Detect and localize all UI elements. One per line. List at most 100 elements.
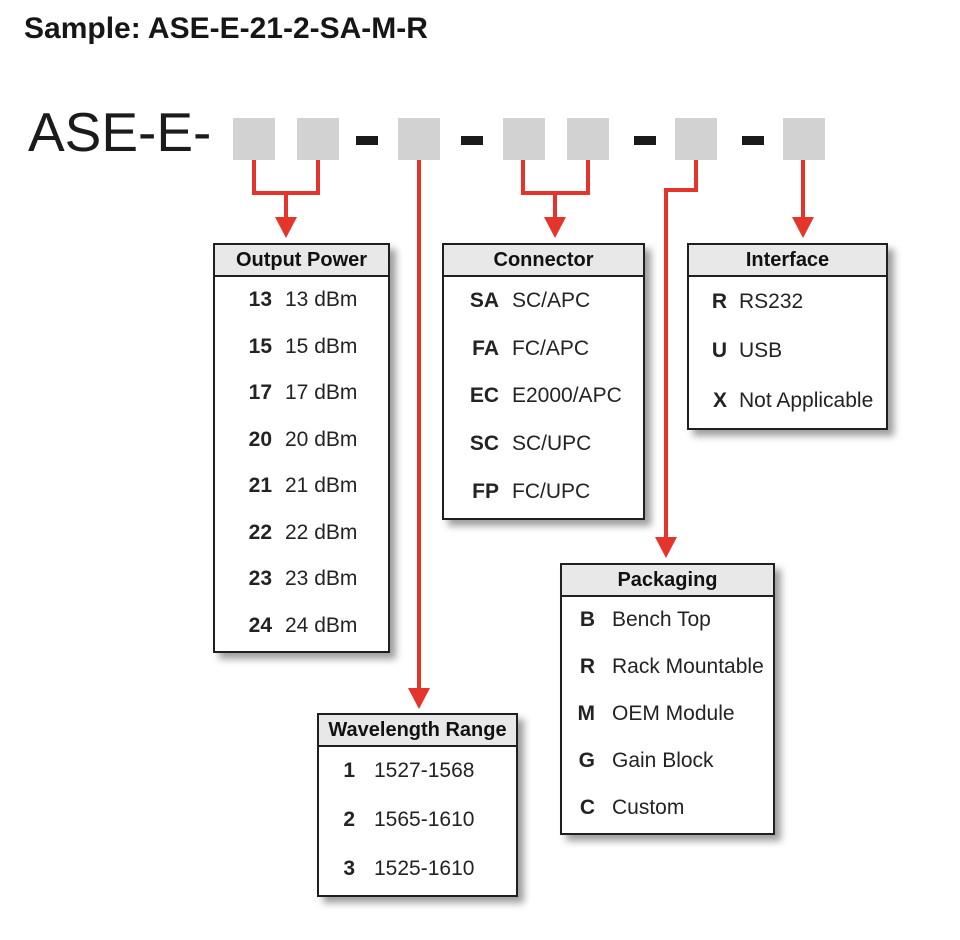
option-code: FP: [472, 480, 499, 504]
option-code: 17: [248, 381, 272, 405]
table-row: G Gain Block: [562, 749, 773, 773]
table-header: Output Power: [215, 245, 388, 277]
option-code: C: [579, 795, 595, 819]
table-row: U USB: [689, 339, 886, 363]
option-description: USB: [739, 339, 783, 363]
option-code: 13: [248, 288, 272, 312]
option-code: 22: [248, 520, 272, 544]
arrow-head-icon: [408, 688, 430, 709]
option-description: 17 dBm: [285, 381, 358, 405]
code-separator-dash: [356, 136, 378, 145]
table-row: R RS232: [689, 290, 886, 314]
option-description: Custom: [612, 795, 685, 819]
option-description: 1527-1568: [374, 759, 475, 783]
arrow-segment: [586, 160, 590, 195]
table-header: Interface: [689, 245, 886, 277]
table-row: 3 1525-1610: [319, 857, 516, 881]
option-description: 13 dBm: [285, 288, 358, 312]
option-code: B: [579, 608, 595, 632]
code-box-wavelength-range: [398, 118, 440, 160]
option-code: 2: [343, 807, 355, 831]
code-box-connector-2: [567, 118, 609, 160]
option-description: 1525-1610: [374, 856, 475, 880]
table-row: 15 15 dBm: [215, 335, 388, 359]
option-description: 1565-1610: [374, 807, 475, 831]
option-code: U: [711, 339, 727, 363]
part-code-prefix: ASE-E-: [28, 101, 212, 163]
table-row: 24 24 dBm: [215, 614, 388, 638]
option-code: X: [712, 389, 727, 413]
table-header: Connector: [444, 245, 643, 277]
option-description: SC/APC: [512, 288, 591, 312]
option-code: R: [579, 655, 595, 679]
option-description: Gain Block: [612, 748, 714, 772]
arrow-head-icon: [655, 537, 677, 558]
arrow-segment: [284, 193, 288, 218]
table-row: 22 22 dBm: [215, 521, 388, 545]
option-code: G: [578, 748, 595, 772]
arrow-segment: [252, 160, 256, 195]
option-code: 3: [343, 856, 355, 880]
arrow-head-icon: [544, 217, 566, 238]
option-description: 20 dBm: [285, 427, 358, 451]
table-row: M OEM Module: [562, 702, 773, 726]
option-code: 23: [248, 567, 272, 591]
option-description: 15 dBm: [285, 334, 358, 358]
option-code: R: [711, 289, 727, 313]
code-box-output-power-1: [233, 118, 275, 160]
arrow-segment: [521, 160, 525, 195]
arrow-segment: [801, 160, 805, 220]
option-description: 24 dBm: [285, 613, 358, 637]
option-description: SC/UPC: [512, 432, 592, 456]
option-code: SC: [469, 432, 499, 456]
option-code: FA: [472, 336, 499, 360]
sample-part-number-title: Sample: ASE-E-21-2-SA-M-R: [24, 12, 428, 45]
option-code: 20: [248, 427, 272, 451]
table-row: B Bench Top: [562, 608, 773, 632]
option-description: Bench Top: [612, 608, 711, 632]
code-separator-dash: [634, 136, 656, 145]
option-description: 22 dBm: [285, 520, 358, 544]
option-code: 15: [248, 334, 272, 358]
code-box-connector-1: [503, 118, 545, 160]
table-row: EC E2000/APC: [444, 384, 643, 408]
option-description: FC/APC: [512, 336, 590, 360]
arrow-segment: [664, 188, 668, 538]
code-separator-dash: [742, 136, 764, 145]
option-description: 23 dBm: [285, 567, 358, 591]
option-description: OEM Module: [612, 701, 735, 725]
table-row: SC SC/UPC: [444, 432, 643, 456]
option-code: 21: [248, 474, 272, 498]
arrow-head-icon: [792, 217, 814, 238]
option-code: 24: [248, 613, 272, 637]
arrow-segment: [553, 193, 557, 218]
code-box-packaging: [675, 118, 717, 160]
table-row: 2 1565-1610: [319, 808, 516, 832]
arrow-segment: [316, 160, 320, 195]
option-code: EC: [469, 384, 499, 408]
option-description: E2000/APC: [512, 384, 622, 408]
table-row: 23 23 dBm: [215, 567, 388, 591]
table-row: 13 13 dBm: [215, 288, 388, 312]
option-code: M: [577, 701, 596, 725]
output-power-table: Output Power 13 13 dBm 15 15 dBm 17 17 dBm 20 2…: [213, 243, 390, 653]
arrow-segment: [664, 188, 698, 192]
table-row: 17 17 dBm: [215, 381, 388, 405]
arrow-segment: [417, 160, 421, 690]
option-description: RS232: [739, 289, 804, 313]
table-row: C Custom: [562, 796, 773, 820]
